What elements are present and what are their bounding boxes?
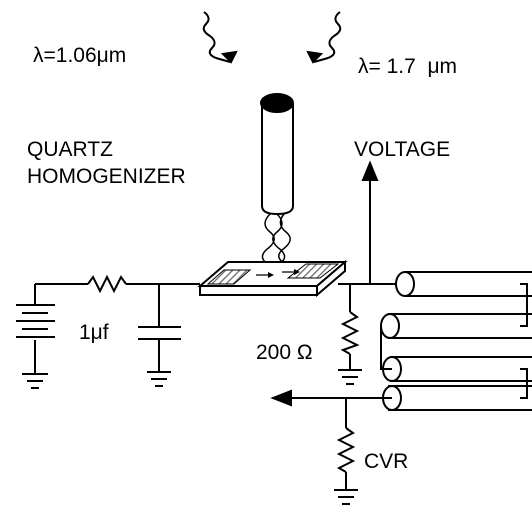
electrode-left: [206, 269, 252, 285]
resistor-series: [87, 274, 127, 294]
coax-cable-1: [405, 271, 532, 297]
coax-cable-2: [388, 313, 532, 339]
resistor-200-ohm: [340, 311, 360, 355]
coax-end-1: [395, 271, 415, 297]
resistor-cvr: [336, 427, 356, 473]
electrode-right: [286, 263, 340, 279]
ground-battery: [22, 373, 48, 389]
ground-capacitor: [147, 371, 171, 387]
homogenizer-tip: [260, 93, 294, 113]
laser-arrowhead-17: [306, 50, 324, 64]
ground-cvr: [334, 489, 358, 505]
capacitance-label: 1μf: [79, 321, 109, 344]
homogenizer-rod: [261, 104, 294, 216]
wavelength-1064-label: λ=1.06μm: [33, 44, 126, 67]
homogenizer-label: HOMOGENIZER: [27, 165, 186, 188]
wavelength-17-label: λ= 1.7 μm: [358, 55, 457, 78]
resistance-label: 200 Ω: [256, 341, 313, 364]
quartz-label: QUARTZ: [27, 138, 113, 161]
coax-end-2: [380, 313, 400, 339]
cvr-label: CVR: [364, 450, 408, 473]
battery-symbol: [16, 304, 55, 338]
cvr-arrowhead: [270, 389, 292, 407]
ground-shunt: [338, 369, 362, 385]
sample-with-electrodes: [197, 259, 348, 298]
light-output: [261, 213, 291, 265]
voltage-label: VOLTAGE: [354, 138, 450, 161]
coax-cable-3: [390, 356, 532, 382]
capacitor-symbol: [138, 326, 181, 340]
voltage-arrowhead: [361, 160, 379, 181]
coax-cable-4: [388, 385, 532, 411]
laser-beam-17: [313, 11, 342, 63]
coax-jumper-left: [380, 326, 392, 370]
laser-arrowhead-1064: [220, 50, 238, 64]
coax-jumper-right: [520, 283, 528, 399]
laser-beam-1064: [202, 11, 231, 63]
